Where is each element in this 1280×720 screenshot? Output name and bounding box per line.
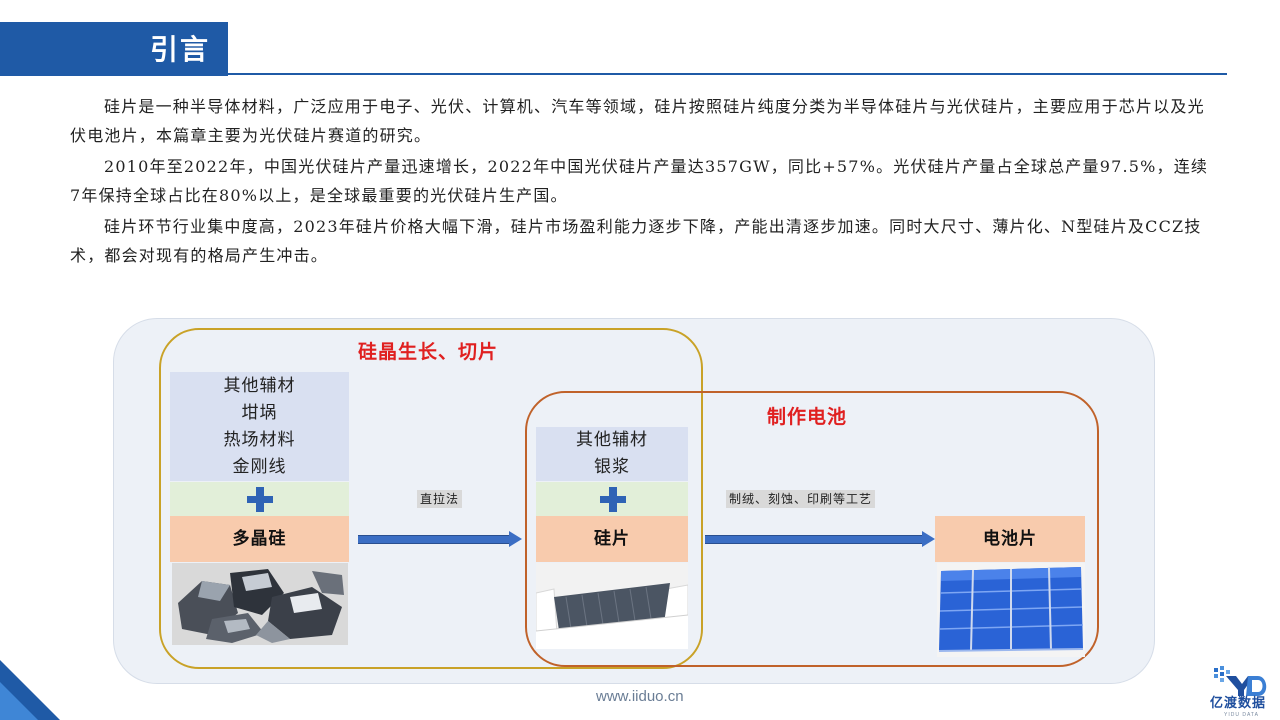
paragraph-overview: 硅片是一种半导体材料，广泛应用于电子、光伏、计算机、汽车等领域，硅片按照硅片纯度… [70,97,1205,145]
corner-decoration [0,660,60,720]
solar-cell-photo [937,563,1085,657]
title-banner [0,22,228,76]
material-item: 其他辅材 [576,430,648,450]
group-cell-making-outline [525,391,1099,667]
step-czochralski-label: 直拉法 [417,490,463,508]
intro-text: 硅片是一种半导体材料，广泛应用于电子、光伏、计算机、汽车等领域，硅片按照硅片纯度… [70,92,1210,272]
plus-icon [609,487,617,512]
polysilicon-photo [172,563,348,645]
stage1-plus-row [170,482,349,516]
material-item: 热场材料 [223,430,296,450]
stage1-product-polysilicon: 多晶硅 [170,516,349,562]
footer-url: www.iiduo.cn [596,688,684,705]
arrow-2-shaft [705,535,922,544]
material-item: 坩埚 [241,403,278,423]
yidu-logo-icon [1214,666,1267,696]
arrow-1-shaft [358,535,509,544]
page-title: 引言 [150,33,211,66]
paragraph-production: 2010年至2022年，中国光伏硅片产量迅速增长，2022年中国光伏硅片产量达3… [70,157,1209,205]
step-texturing-label: 制绒、刻蚀、印刷等工艺 [726,490,876,508]
material-item: 金刚线 [232,457,287,477]
group-cell-making-label: 制作电池 [767,406,848,428]
logo-subtitle: YIDU DATA [1224,712,1259,718]
material-item: 其他辅材 [223,376,296,396]
stage2-product-wafer: 硅片 [536,516,688,562]
group-crystal-growth-outline [159,328,703,669]
stage2-materials: 其他辅材 银浆 [536,427,688,481]
stage3-product-solar-cell: 电池片 [935,516,1085,562]
silicon-wafer-photo [536,563,688,649]
title-divider [228,73,1227,75]
material-item: 银浆 [594,457,630,477]
group-crystal-growth-label: 硅晶生长、切片 [358,341,499,363]
stage1-materials: 其他辅材 坩埚 热场材料 金刚线 [170,372,349,481]
paragraph-industry: 硅片环节行业集中度高，2023年硅片价格大幅下滑，硅片市场盈利能力逐步下降，产能… [70,217,1202,265]
stage2-plus-row [536,482,688,516]
plus-icon [256,487,264,512]
logo-wordmark: 亿渡数据 [1210,696,1267,711]
arrow-2-head [922,531,935,547]
arrow-1-head [509,531,522,547]
